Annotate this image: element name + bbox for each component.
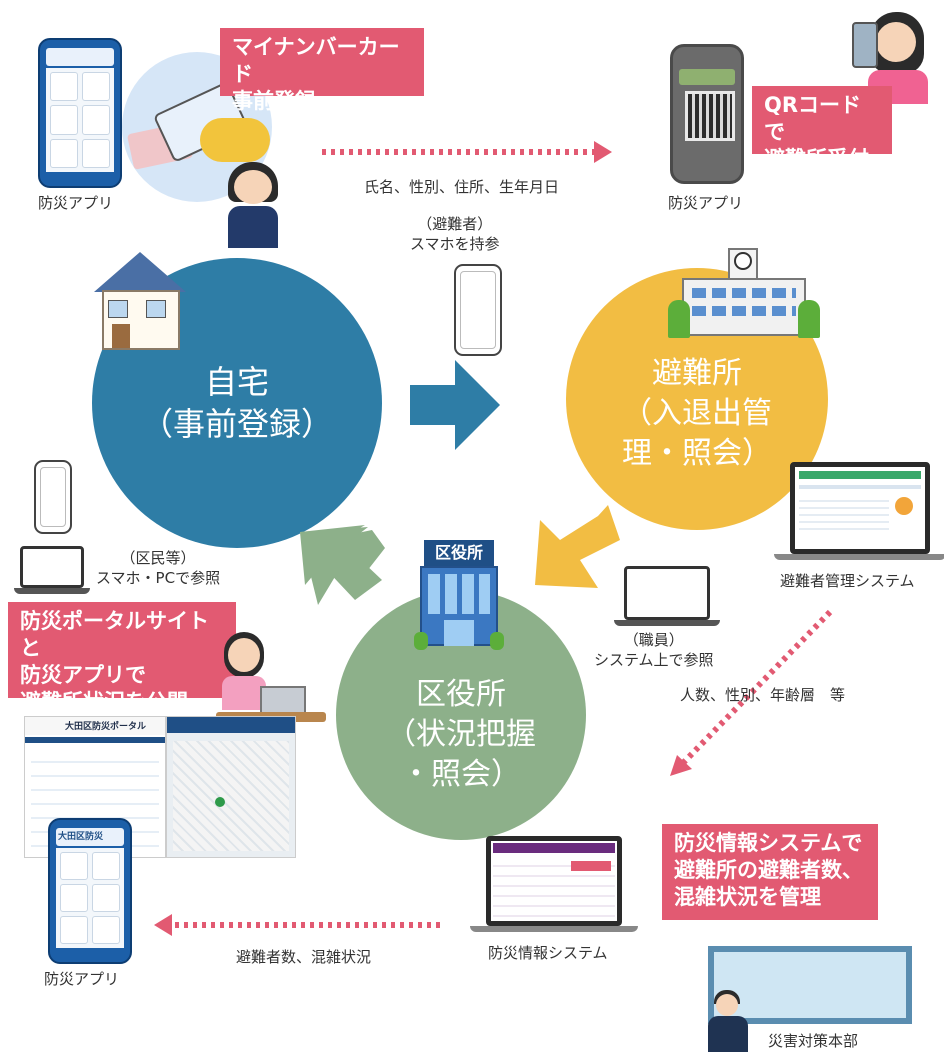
map-screenshot (166, 716, 296, 858)
system-manage-banner: 防災情報システムで 避難所の避難者数、 混雑状況を管理 (662, 824, 878, 920)
hq-label: 災害対策本部 (768, 1032, 859, 1050)
hq-board-icon (708, 946, 912, 1024)
disaster-system-label: 防災情報システム (488, 944, 608, 962)
portal-banner: 防災ポータルサイトと 防災アプリで 避難所状況を公開 (8, 602, 236, 714)
house-icon (86, 252, 196, 352)
app-title: 大田区防災 (58, 832, 104, 842)
evac-system-screen (790, 462, 930, 554)
qr-banner: QRコードで 避難所受付 (752, 86, 892, 171)
smartphone-icon (38, 38, 122, 188)
laptop-icon (20, 546, 84, 588)
evac-system-label: 避難者管理システム (780, 572, 915, 590)
disaster-system-screen (486, 836, 622, 926)
evacuee-phone-label: （避難者） スマホを持参 (410, 215, 500, 253)
smartphone-icon (34, 460, 72, 534)
presenter-icon (704, 990, 750, 1052)
personal-info-label: 氏名、性別、住所、生年月日 (364, 178, 560, 196)
demographics-label: 人数、性別、年齢層 等 (680, 686, 846, 704)
app-label-top-right: 防災アプリ (668, 194, 744, 212)
qr-phone (670, 44, 744, 184)
app-label-top-left: 防災アプリ (38, 194, 114, 212)
arrow-home-to-shelter (410, 360, 500, 450)
staff-ref-label: （職員） システム上で参照 (594, 631, 714, 669)
residents-ref-label: （区民等） スマホ・PCで参照 (96, 549, 221, 587)
evac-count-label: 避難者数、混雑状況 (236, 948, 372, 966)
arrow-system-to-disaster (681, 609, 833, 765)
portal-screenshot: 大田区防災ポータル (24, 716, 166, 858)
hand-icon (200, 118, 270, 162)
school-icon (668, 248, 820, 340)
woman-at-laptop-icon (216, 632, 328, 728)
smartphone-icon (454, 264, 502, 356)
qr-code-icon (685, 91, 735, 141)
laptop-icon (624, 566, 710, 620)
arrow-shelter-to-ward (535, 505, 620, 588)
ward-circle: 区役所 （状況把握 ・照会） (336, 590, 586, 840)
girl-icon (222, 162, 284, 248)
smartphone-icon: 大田区防災 (48, 818, 132, 964)
app-label-bottom: 防災アプリ (44, 970, 120, 988)
ward-sign: 区役所 (424, 540, 494, 566)
portal-title: 大田区防災ポータル (65, 722, 147, 732)
city-hall-icon: 区役所 (414, 540, 504, 650)
mynumber-banner: マイナンバーカード 事前登録 (220, 28, 424, 113)
